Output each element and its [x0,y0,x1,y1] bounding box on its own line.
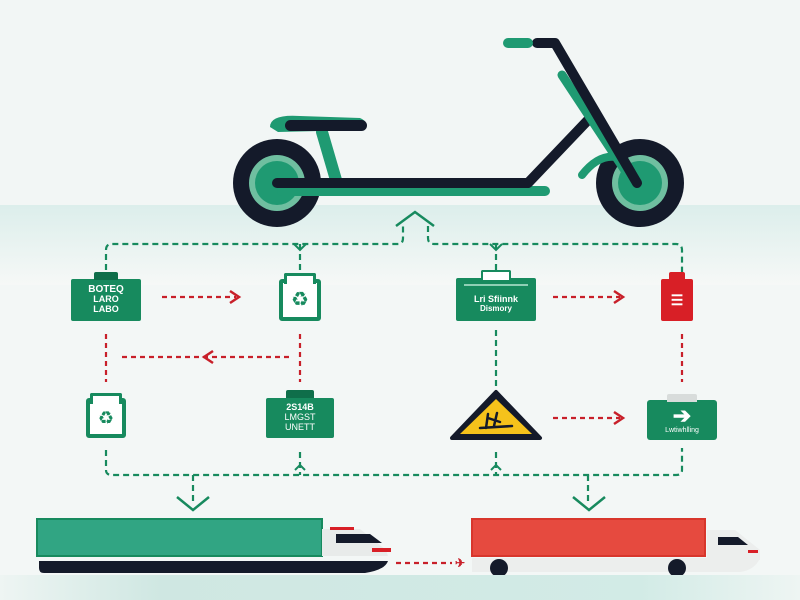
tag-line: LABO [93,304,119,315]
tag-line: UNETT [285,421,315,432]
scooter-icon [233,38,684,227]
tag-line: LARO [93,294,119,305]
battery-leaf-node: ♻ [86,393,126,438]
battery-warning-icon: ☰ [670,292,684,308]
arrow-down-icon [572,496,606,512]
recycle-icon: ♻ [291,289,309,311]
spec-tag-node: BOTEQ LARO LABO [71,272,141,321]
cargo-ship-icon [36,518,391,573]
svg-text:✈: ✈ [455,556,465,570]
tag-line: Lri Sfiinnk [473,294,518,305]
red-arrowheads [201,289,626,426]
direction-tag-node: ➔ Lwtiwhlling [647,394,717,440]
unit-tag-node: 2S14B LMGST UNETT [266,390,334,438]
scooter-illustration [233,38,684,227]
truck-icon [471,518,760,577]
arrow-down-icon [176,496,210,512]
damaged-battery-node: ☰ [661,272,693,321]
tag-title: BOTEQ [88,283,124,295]
battery-info-tag-node: Lri Sfiinnk Dismory [456,270,536,321]
tag-title: 2S14B [286,402,314,413]
tag-line: Dismory [479,304,512,314]
arrow-right-icon: ➔ [672,403,692,429]
ground-band [0,575,800,600]
red-dashed-links [104,295,684,565]
tag-line: LMGST [284,411,316,422]
battery-recycle-node: ♻ [279,273,321,321]
tag-line: Lwtiwhlling [665,427,699,435]
arrow-up-icon [395,210,435,228]
recycle-leaf-icon: ♻ [97,408,115,428]
